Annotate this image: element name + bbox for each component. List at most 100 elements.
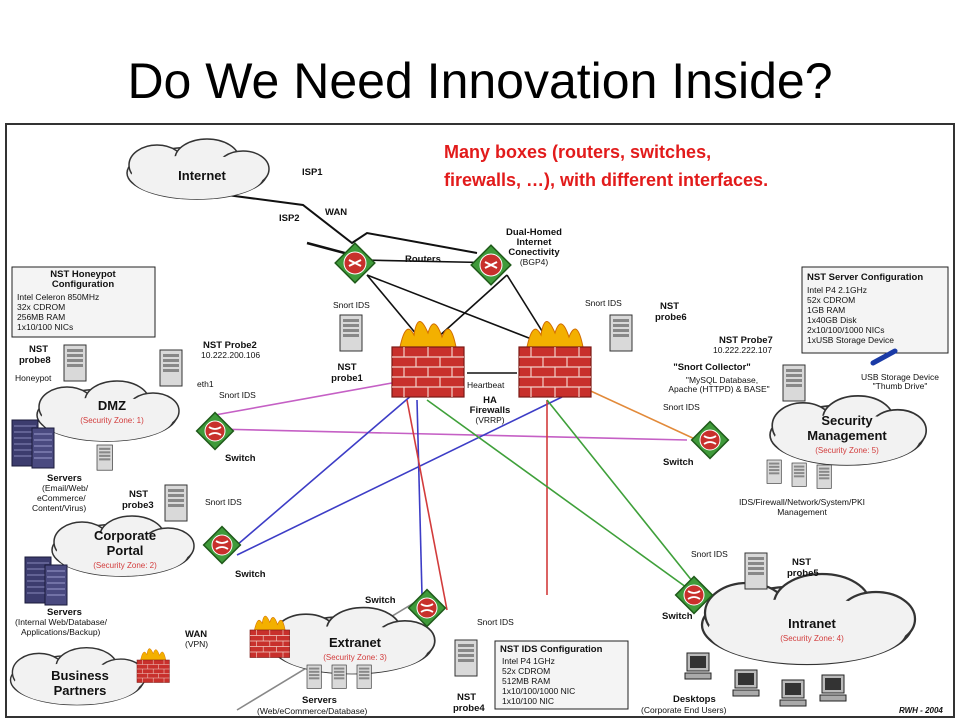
portal-switch-label: Switch (235, 569, 266, 580)
wan-vpn-label-2: (VPN) (185, 639, 208, 649)
probe6-server-icon (609, 314, 633, 352)
probe3-server-icon (164, 484, 188, 522)
wan-label: WAN (325, 207, 347, 218)
ha-firewalls-1: HA (483, 395, 497, 406)
mgmt-server-icon (766, 459, 782, 484)
probe2-label-1: NST Probe2 (203, 340, 257, 351)
snort-collector-label: "Snort Collector" (673, 362, 751, 373)
corporate-portal-label-2: Portal (107, 543, 144, 558)
security-switch-label: Switch (663, 457, 694, 468)
portal-servers-desc-1: (Internal Web/Database/ (15, 617, 108, 627)
extranet-servers-desc: (Web/eCommerce/Database) (257, 706, 368, 716)
extranet-server-icon (356, 664, 372, 689)
dmz-servers-desc-1: (Email/Web/ (42, 483, 89, 493)
desktop-icon (819, 674, 847, 702)
snort-collector-desc-2: Apache (HTTPD) & BASE" (668, 384, 769, 394)
probe6-label-1: NST (660, 301, 679, 312)
probe5-label-2: probe5 (787, 568, 819, 579)
ids-config-box: NST IDS Configuration Intel P4 1GHz 52x … (494, 640, 629, 710)
mgmt-server-icon (816, 464, 832, 489)
honeypot-config-box: NST Honeypot Configuration Intel Celeron… (11, 266, 156, 338)
business-partners-label-2: Partners (54, 683, 107, 698)
ids-config-item: 512MB RAM (502, 676, 550, 686)
security-snort-label: Snort IDS (663, 402, 700, 412)
dual-homed-3: Conectivity (508, 247, 560, 258)
dmz-servers-desc-3: Content/Virus) (32, 503, 86, 513)
probe7-label-2: 10.222.222.107 (713, 345, 772, 355)
probe8-label-2: probe8 (19, 355, 51, 366)
desktop-icon (779, 679, 807, 707)
usb-drive-icon (870, 348, 898, 366)
annotation-line-2: firewalls, …), with different interfaces… (444, 170, 768, 190)
security-switch-icon (690, 420, 730, 460)
desktops-label: Desktops (673, 694, 716, 705)
ids-config-item: 1x10/100 NIC (502, 696, 554, 706)
extranet-switch-top-label: Switch (365, 595, 396, 606)
dmz-zone: (Security Zone: 1) (80, 416, 144, 425)
server-config-item: 52x CDROM (807, 295, 855, 305)
dmz-servers-label: Servers (47, 473, 82, 484)
dmz-snort-label: Snort IDS (219, 390, 256, 400)
slide-title: Do We Need Innovation Inside? (127, 53, 833, 109)
extranet-zone: (Security Zone: 3) (323, 653, 387, 662)
dmz-server-small-icon (96, 444, 113, 471)
corporate-portal-label-1: Corporate (94, 528, 156, 543)
extranet-label: Extranet (329, 635, 382, 650)
firewall-left-icon (391, 320, 465, 398)
desktops-desc: (Corporate End Users) (641, 705, 727, 715)
security-management-label-1: Security (821, 413, 873, 428)
dmz-switch-icon (195, 411, 235, 451)
honeypot-config-item: 1x10/100 NICs (17, 322, 73, 332)
desktop-icon (684, 652, 712, 680)
intranet-switch-label: Switch (662, 611, 693, 622)
ha-firewalls-2: Firewalls (470, 405, 511, 416)
server-config-item: 1x40GB Disk (807, 315, 857, 325)
security-management-label-2: Management (807, 428, 887, 443)
probe4-server-icon (454, 639, 478, 677)
honeypot-config-item: 256MB RAM (17, 312, 65, 322)
ha-firewalls-3: (VRRP) (475, 415, 504, 425)
dmz-servers-desc-2: eCommerce/ (37, 493, 86, 503)
extranet-server-icon (306, 664, 322, 689)
probe8-label-1: NST (29, 344, 48, 355)
probe5-label-1: NST (792, 557, 811, 568)
honeypot-config-item: Intel Celeron 850MHz (17, 292, 99, 302)
probe7-label-1: NST Probe7 (719, 335, 773, 346)
intranet-label: Intranet (788, 616, 836, 631)
dual-homed-1: Dual-Homed (506, 227, 562, 238)
network-diagram: Internet DMZ (Security Zone: 1) Security… (5, 123, 955, 718)
probe3-label-1: NST (129, 489, 148, 500)
dual-homed-2: Internet (517, 237, 553, 248)
probe1-label-1: NST (338, 362, 357, 373)
usb-label-2: "Thumb Drive" (873, 381, 928, 391)
desktop-icon (732, 669, 760, 697)
portal-servers-icon (24, 556, 68, 606)
wan-vpn-label-1: WAN (185, 629, 207, 640)
portal-snort-label: Snort IDS (205, 497, 242, 507)
dual-homed-4: (BGP4) (520, 257, 549, 267)
dmz-switch-label: Switch (225, 453, 256, 464)
server-config-box: NST Server Configuration Intel P4 2.1GHz… (801, 266, 949, 354)
dmz-label: DMZ (98, 398, 126, 413)
snort-collector-desc-1: "MySQL Database, (686, 375, 758, 385)
corporate-portal-zone: (Security Zone: 2) (93, 561, 157, 570)
ids-mgmt-label-1: IDS/Firewall/Network/System/PKI (739, 497, 865, 507)
probe3-label-2: probe3 (122, 500, 154, 511)
honeypot-config-title-1: NST Honeypot (50, 269, 116, 280)
annotation-line-1: Many boxes (routers, switches, (444, 142, 711, 162)
ids-config-item: 52x CDROM (502, 666, 550, 676)
routers-label: Routers (405, 254, 441, 265)
heartbeat-label: Heartbeat (467, 380, 505, 390)
probe2-server-icon (159, 349, 183, 387)
ids-config-item: Intel P4 1GHz (502, 656, 555, 666)
intranet-zone: (Security Zone: 4) (780, 634, 844, 643)
honeypot-config-title-2: Configuration (52, 279, 114, 290)
security-management-zone: (Security Zone: 5) (815, 446, 879, 455)
business-partners-label-1: Business (51, 668, 109, 683)
portal-switch-icon (202, 525, 242, 565)
probe1-label-2: probe1 (331, 373, 363, 384)
router-right-icon (470, 244, 512, 286)
probe1-server-icon (339, 314, 363, 352)
honeypot-config-item: 32x CDROM (17, 302, 65, 312)
firewall-right-icon (518, 320, 592, 398)
